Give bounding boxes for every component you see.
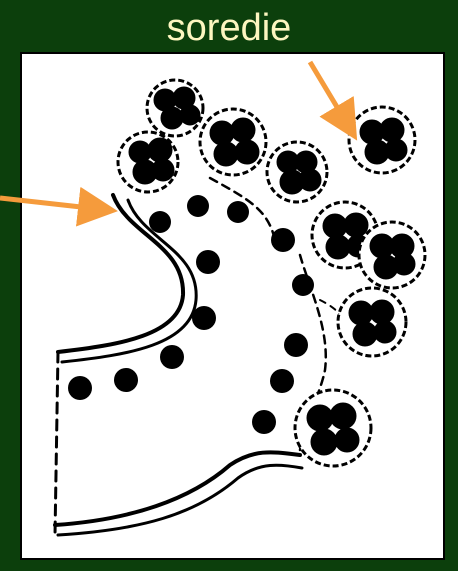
arrow-to-cortex: [0, 198, 108, 210]
arrow-to-soredium: [310, 62, 352, 132]
soredia-clusters: [118, 80, 425, 466]
thallus-outline: [55, 178, 346, 535]
soredium: [349, 107, 415, 173]
soredium: [147, 80, 203, 136]
soredium: [118, 132, 178, 192]
soredium: [200, 109, 266, 175]
soredium: [295, 390, 371, 466]
soredium: [267, 142, 327, 202]
soredium: [338, 288, 406, 356]
soredium: [359, 222, 425, 288]
